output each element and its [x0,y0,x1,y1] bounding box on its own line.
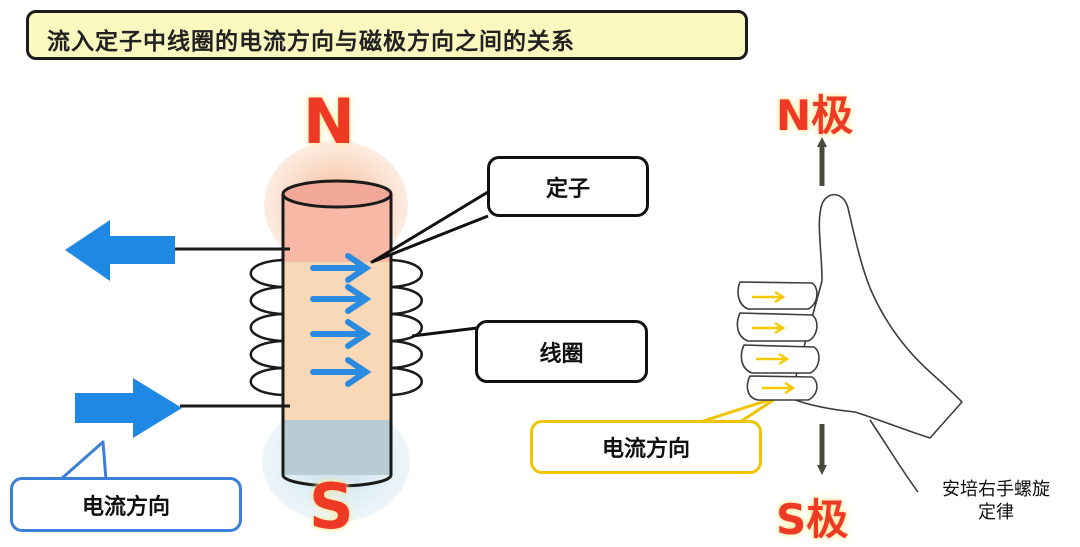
stator-bottom-section [283,420,391,475]
coil-callout: 线圈 [475,320,648,383]
left-current-callout-pointer [59,440,108,482]
stator-bottom-edge [281,474,393,488]
coil-label: 线圈 [539,341,584,367]
coil-callout-pointer [411,326,478,338]
current-out-arrow [65,220,175,281]
current-direction-label-right: 电流方向 [601,437,690,462]
north-pole-hand-label: N极 [776,91,854,140]
north-pole-label: N [303,85,355,158]
stator-callout-pointer [370,190,489,264]
south-pole-hand-label: S极 [776,495,849,544]
stator-middle-section [283,262,391,422]
diagram-title: 流入定子中线圈的电流方向与磁极方向之间的关系 [26,10,748,60]
coil-winding [249,258,423,397]
coil-current-arrows [310,253,372,387]
ampere-law-label: 安培右手螺旋定律 [942,479,1050,523]
south-pole-label: S [309,470,354,543]
current-direction-callout-right: 电流方向 [530,420,762,474]
stator-top-ellipse [281,179,393,209]
current-direction-label-left: 电流方向 [81,494,170,520]
current-direction-callout-left: 电流方向 [10,477,242,532]
stator-callout: 定子 [487,156,649,217]
stator-label: 定子 [545,176,590,202]
finger-current-arrows [752,290,796,395]
right-hand-illustration [736,193,963,493]
current-in-arrow [75,378,182,438]
